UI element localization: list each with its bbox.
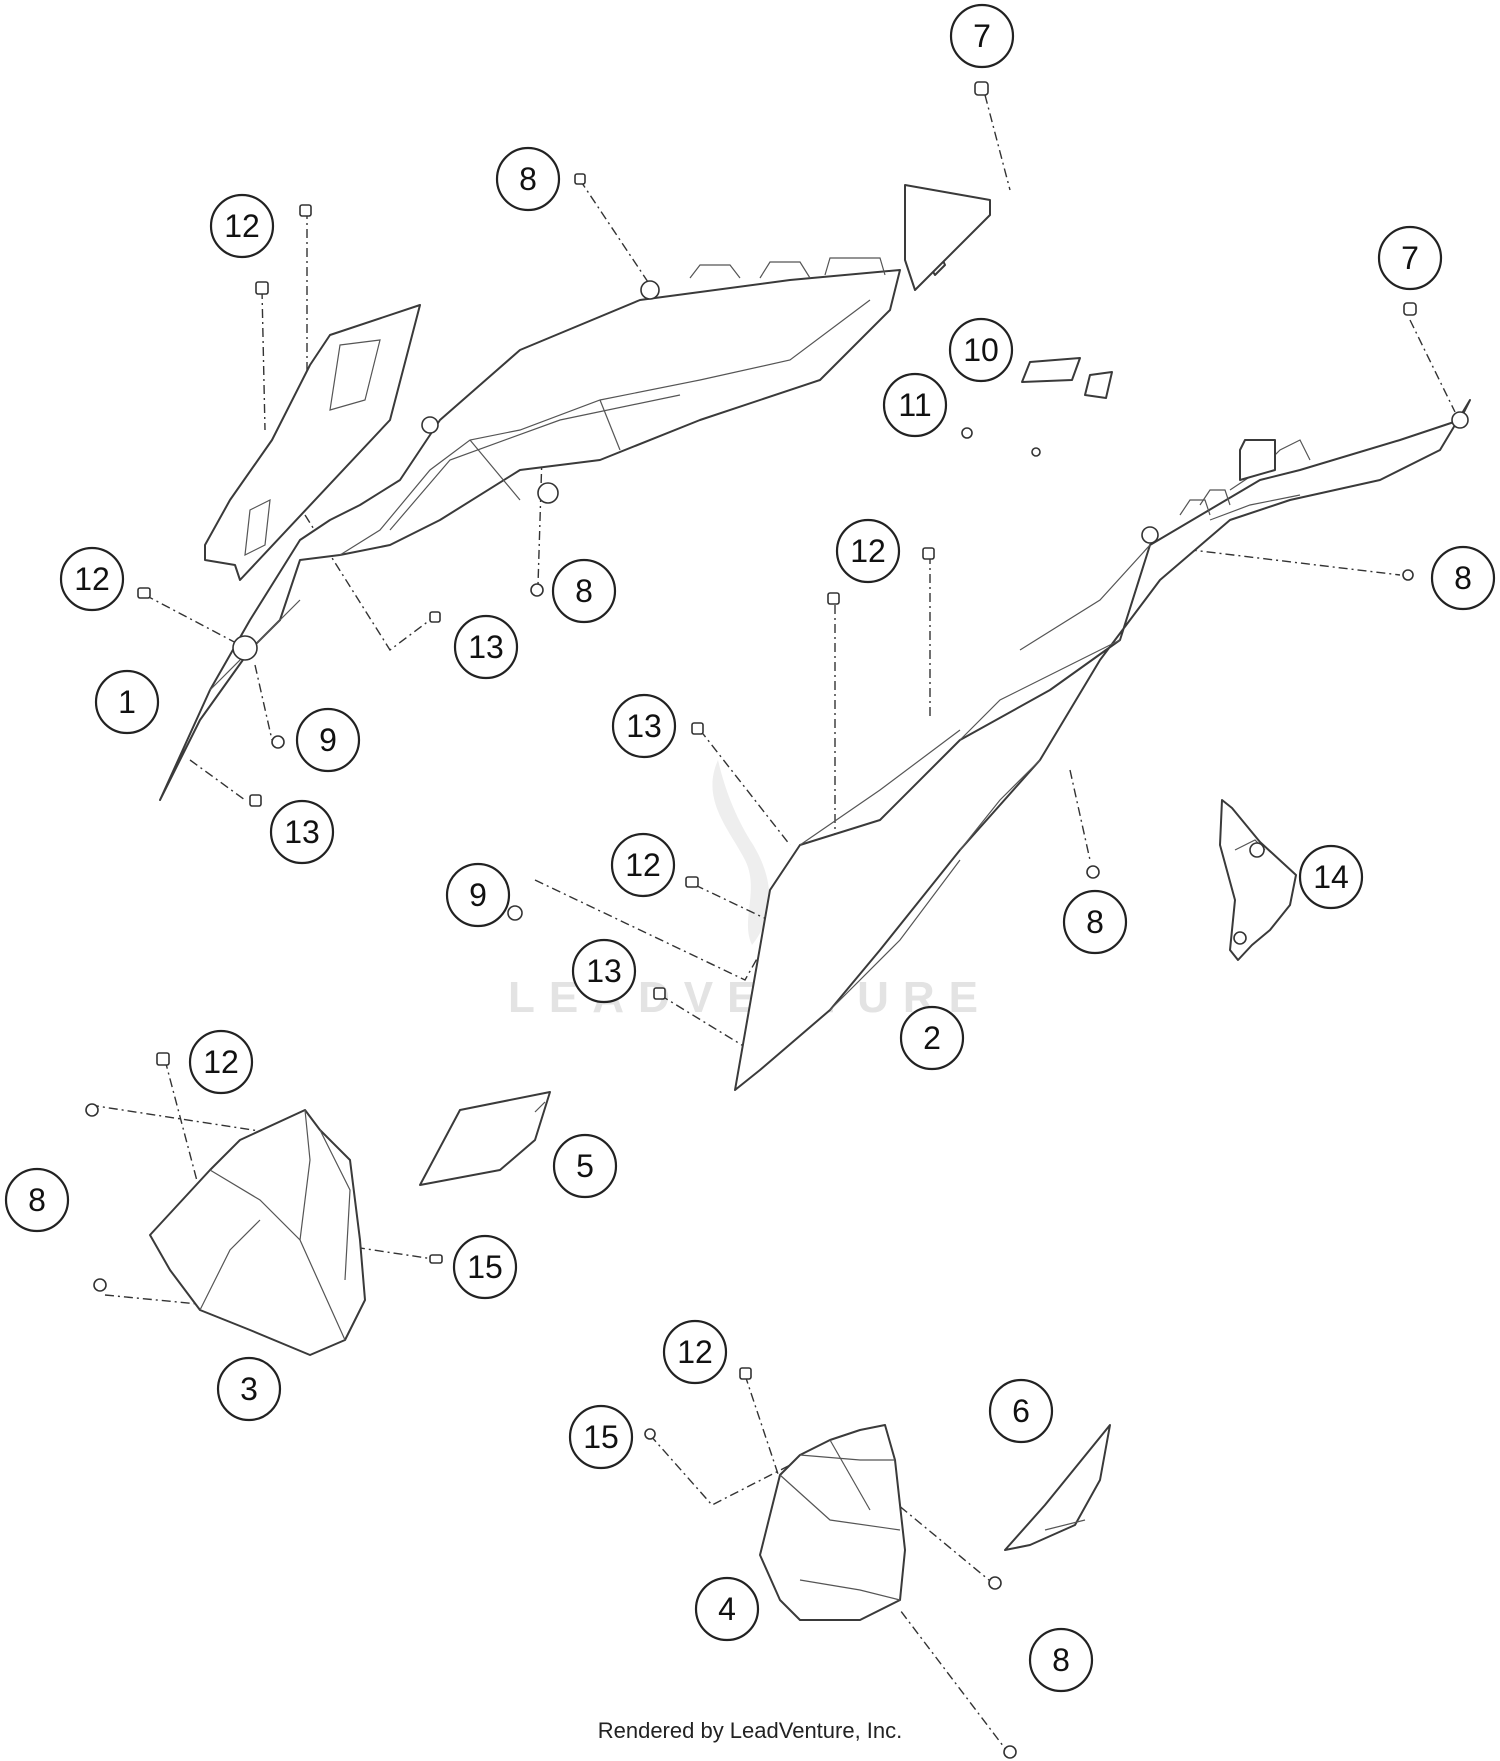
svg-text:1: 1 — [118, 684, 136, 720]
svg-text:7: 7 — [1401, 240, 1419, 276]
part-side-panel-right — [734, 399, 1471, 1091]
svg-text:3: 3 — [240, 1371, 258, 1407]
svg-text:8: 8 — [575, 573, 593, 609]
svg-text:4: 4 — [718, 1591, 736, 1627]
svg-text:13: 13 — [468, 629, 504, 665]
part-sticker-left — [419, 1091, 551, 1186]
callout-12: 12 — [610, 832, 676, 898]
svg-text:13: 13 — [586, 953, 622, 989]
callout-15: 15 — [452, 1234, 518, 1300]
svg-text:12: 12 — [74, 561, 110, 597]
callout-12: 12 — [662, 1319, 728, 1385]
callout-4: 4 — [694, 1576, 760, 1642]
watermark-logo — [712, 760, 770, 945]
callout-8: 8 — [1062, 889, 1128, 955]
callout-12: 12 — [59, 546, 125, 612]
svg-text:6: 6 — [1012, 1393, 1030, 1429]
svg-text:12: 12 — [625, 847, 661, 883]
callout-13: 13 — [571, 938, 637, 1004]
part-small-stickers — [961, 357, 1113, 457]
svg-text:13: 13 — [284, 814, 320, 850]
svg-text:8: 8 — [1052, 1642, 1070, 1678]
part-sticker-right — [1004, 1424, 1111, 1551]
svg-text:9: 9 — [469, 877, 487, 913]
svg-text:13: 13 — [626, 708, 662, 744]
svg-text:8: 8 — [1086, 904, 1104, 940]
svg-text:10: 10 — [963, 332, 999, 368]
part-lower-cover-right — [759, 1424, 906, 1621]
part-lower-cover-left — [149, 1109, 366, 1356]
svg-text:14: 14 — [1313, 859, 1349, 895]
svg-text:8: 8 — [1454, 560, 1472, 596]
callout-12: 12 — [209, 193, 275, 259]
svg-text:8: 8 — [28, 1182, 46, 1218]
callout-11: 11 — [882, 372, 948, 438]
callout-7: 7 — [949, 3, 1015, 69]
part-bracket — [1219, 799, 1297, 961]
callout-13: 13 — [611, 693, 677, 759]
callout-2: 2 — [899, 1005, 965, 1071]
callout-12: 12 — [835, 518, 901, 584]
callout-8: 8 — [1028, 1627, 1094, 1693]
callout-6: 6 — [988, 1378, 1054, 1444]
callout-8: 8 — [495, 146, 561, 212]
svg-text:12: 12 — [850, 533, 886, 569]
callout-5: 5 — [552, 1133, 618, 1199]
callout-8: 8 — [551, 558, 617, 624]
callout-13: 13 — [269, 799, 335, 865]
svg-text:2: 2 — [923, 1020, 941, 1056]
callout-7: 7 — [1377, 225, 1443, 291]
part-side-panel-left — [159, 184, 991, 801]
callout-15: 15 — [568, 1404, 634, 1470]
callout-1: 1 — [94, 669, 160, 735]
svg-text:8: 8 — [519, 161, 537, 197]
callout-12: 12 — [188, 1029, 254, 1095]
svg-text:5: 5 — [576, 1148, 594, 1184]
svg-text:15: 15 — [467, 1249, 503, 1285]
callout-13: 13 — [453, 614, 519, 680]
callout-8: 8 — [4, 1167, 70, 1233]
svg-text:12: 12 — [224, 208, 260, 244]
fasteners — [85, 81, 1417, 1759]
svg-text:12: 12 — [677, 1334, 713, 1370]
callout-9: 9 — [445, 862, 511, 928]
render-credit: Rendered by LeadVenture, Inc. — [597, 1718, 903, 1743]
callout-8: 8 — [1430, 545, 1496, 611]
callouts: 7 8 12 7 10 11 12 12 8 8 13 1 13 9 13 12… — [4, 3, 1496, 1693]
callout-3: 3 — [216, 1356, 282, 1422]
callout-10: 10 — [948, 317, 1014, 383]
callout-9: 9 — [295, 707, 361, 773]
svg-text:7: 7 — [973, 18, 991, 54]
callout-14: 14 — [1298, 844, 1364, 910]
svg-text:11: 11 — [898, 387, 931, 423]
svg-text:15: 15 — [583, 1419, 619, 1455]
svg-text:12: 12 — [203, 1044, 239, 1080]
svg-text:9: 9 — [319, 722, 337, 758]
